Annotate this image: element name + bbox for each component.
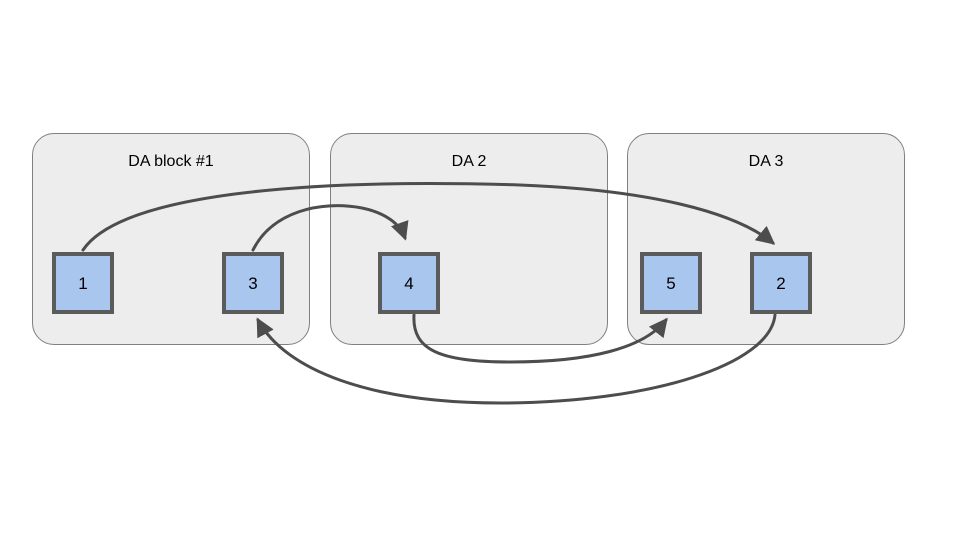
edge-node2-to-node3[interactable] [256, 313, 777, 405]
group-label-da-block-1: DA block #1 [128, 153, 214, 170]
node-1[interactable]: 1 [52, 252, 114, 314]
node-3[interactable]: 3 [222, 252, 284, 314]
node-2-label: 2 [776, 273, 786, 293]
edge-node4-to-node5[interactable] [412, 313, 668, 364]
group-label-da-2: DA 2 [451, 153, 487, 170]
group-label-da-3: DA 3 [748, 153, 784, 170]
edge-node3-to-node4[interactable] [251, 204, 409, 252]
edge-node1-to-node2[interactable] [81, 182, 776, 252]
node-4-label: 4 [404, 273, 414, 293]
node-4[interactable]: 4 [378, 252, 440, 314]
node-5[interactable]: 5 [640, 252, 702, 314]
node-1-label: 1 [78, 273, 88, 293]
group-da-2[interactable]: DA 2 [330, 133, 608, 345]
node-2[interactable]: 2 [750, 252, 812, 314]
node-3-label: 3 [248, 273, 258, 293]
node-5-label: 5 [666, 273, 676, 293]
